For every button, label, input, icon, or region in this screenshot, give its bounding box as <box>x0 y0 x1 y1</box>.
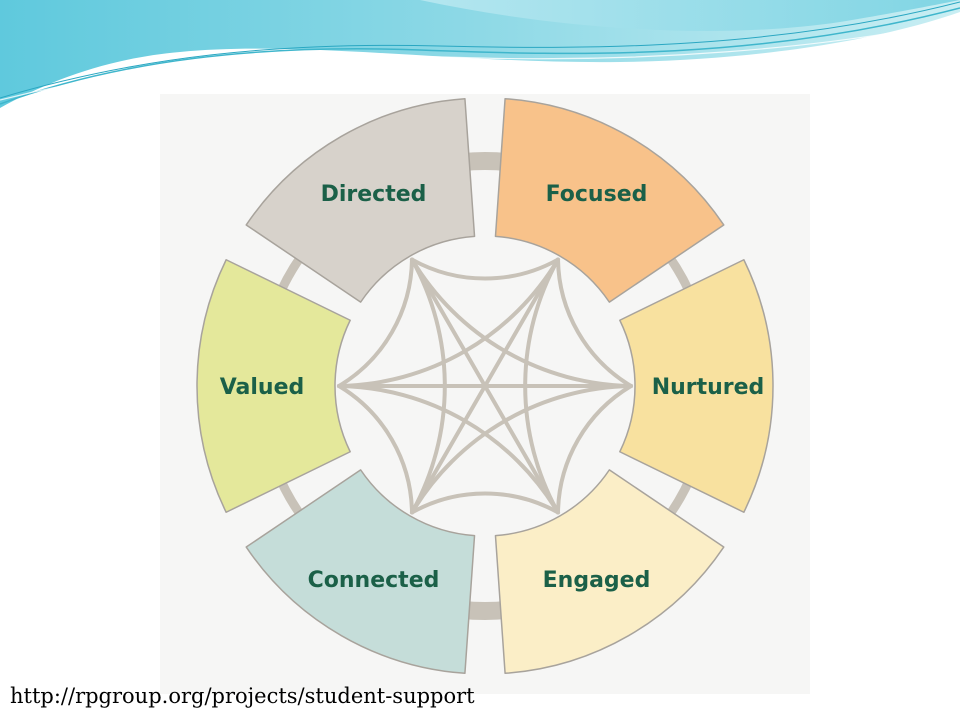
connector-strand <box>337 384 414 515</box>
segment-engaged <box>494 469 725 675</box>
segment-directed <box>245 97 476 303</box>
segment-label-connected: Connected <box>308 568 440 593</box>
segment-label-directed: Directed <box>321 182 427 207</box>
segment-label-nurtured: Nurtured <box>652 375 765 400</box>
segment-valued <box>196 258 351 514</box>
segment-label-focused: Focused <box>546 182 648 207</box>
source-url[interactable]: http://rpgroup.org/projects/student-supp… <box>10 684 475 708</box>
connector-strand <box>410 491 560 515</box>
header-wave-decoration <box>0 0 960 108</box>
segment-focused <box>494 97 725 303</box>
segment-label-valued: Valued <box>220 375 305 400</box>
segment-connected <box>245 469 476 675</box>
segment-nurtured <box>619 258 774 514</box>
connector-strand <box>556 384 633 515</box>
connector-strand <box>337 257 560 388</box>
connector-strand <box>337 384 560 515</box>
connector-strand <box>410 384 633 515</box>
connector-strand <box>410 257 560 281</box>
connector-strand <box>556 257 633 388</box>
segment-label-engaged: Engaged <box>543 568 651 593</box>
connector-strand <box>337 257 414 388</box>
